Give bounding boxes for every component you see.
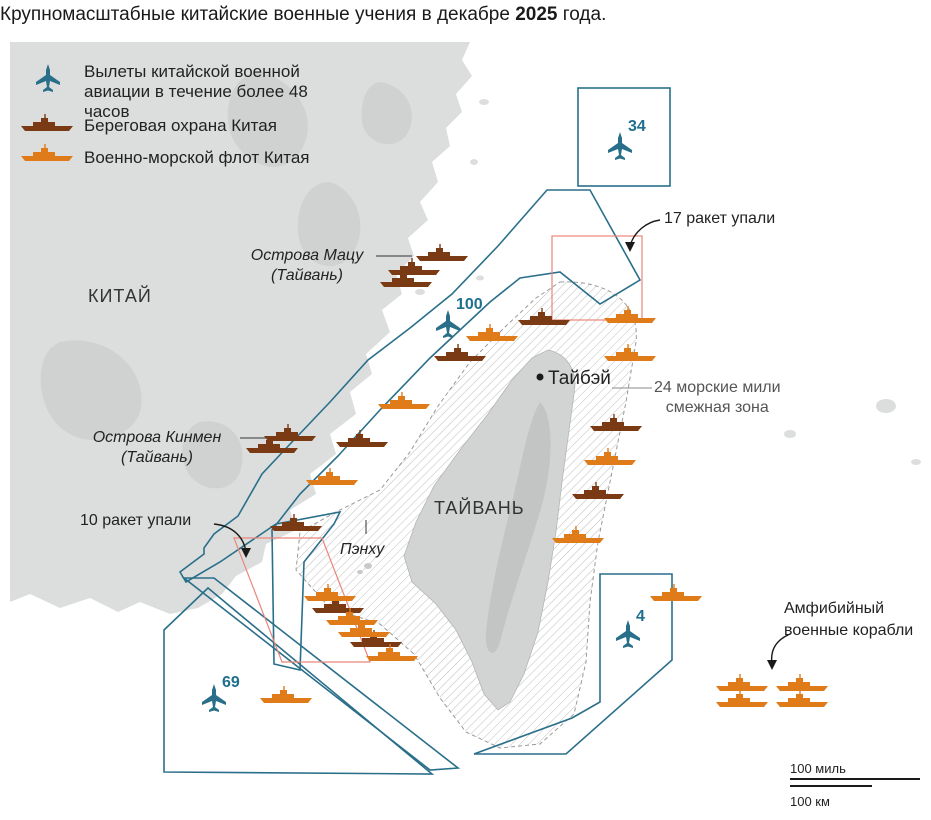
zone-north-east <box>577 87 671 187</box>
annotation-missiles-west: 10 ракет упали <box>80 512 192 529</box>
label-matsu: Острова Мацу (Тайвань) <box>232 246 382 286</box>
title-end: года. <box>557 4 607 25</box>
missile-zones <box>233 235 643 663</box>
missile-zone-west <box>233 537 371 663</box>
penghu-islands <box>357 563 372 574</box>
label-china: КИТАЙ <box>88 286 152 306</box>
aircraft-count-se: 4 <box>636 608 645 625</box>
contiguous-line2: смежная зона <box>665 399 769 416</box>
label-kinmen-country: (Тайвань) <box>121 449 193 466</box>
map-area: Вылеты китайской военной авиации в течен… <box>0 42 931 820</box>
taipei-marker <box>536 373 544 381</box>
title-text: Крупномасштабные китайские военные учени… <box>0 4 516 25</box>
annotation-contiguous-zone: 24 морские мили смежная зона <box>654 378 781 418</box>
label-matsu-name: Острова Мацу <box>250 247 364 264</box>
china-landmass <box>10 42 472 614</box>
missile-zone-north <box>551 235 643 321</box>
label-penghu: Пэнху <box>340 541 385 558</box>
label-kinmen: Острова Кинмен (Тайвань) <box>72 428 242 468</box>
scale-label-miles: 100 миль <box>790 761 846 776</box>
annotation-amphibious: Амфибийный военные корабли <box>784 598 931 642</box>
scale-label-km: 100 км <box>790 794 830 809</box>
label-taiwan: ТАЙВАНЬ <box>434 498 525 518</box>
label-taipei: Тайбэй <box>548 368 611 389</box>
zone-south-west <box>163 586 435 775</box>
zone-north-west <box>178 189 642 671</box>
annotation-missiles-north: 17 ракет упали <box>664 210 776 227</box>
title-year: 2025 <box>515 4 558 25</box>
arrowheads <box>241 242 777 670</box>
legend-coast-guard-label: Береговая охрана Китая <box>84 116 277 135</box>
amphibious-line2: военные корабли <box>784 622 914 639</box>
amphibious-line1: Амфибийный <box>784 600 885 617</box>
page-title: Крупномасштабные китайские военные учени… <box>0 4 606 26</box>
scale-bars <box>790 778 920 787</box>
china-terrain <box>40 72 412 489</box>
legend-navy-label: Военно-морской флот Китая <box>84 148 310 167</box>
label-matsu-country: (Тайвань) <box>271 267 343 284</box>
aircraft-count-nw: 100 <box>456 296 483 313</box>
legend-aircraft-label: Вылеты китайской военной авиации в течен… <box>84 62 308 118</box>
map-canvas <box>0 42 931 820</box>
taiwan-terrain <box>485 402 551 653</box>
leader-lines <box>240 255 652 534</box>
aircraft-count-ne: 34 <box>628 118 646 135</box>
zone-west-strip <box>181 577 461 771</box>
coastal-islands <box>415 99 921 465</box>
aircraft-count-sw: 69 <box>222 674 240 691</box>
contiguous-line1: 24 морские мили <box>654 379 781 396</box>
label-kinmen-name: Острова Кинмен <box>92 429 222 446</box>
